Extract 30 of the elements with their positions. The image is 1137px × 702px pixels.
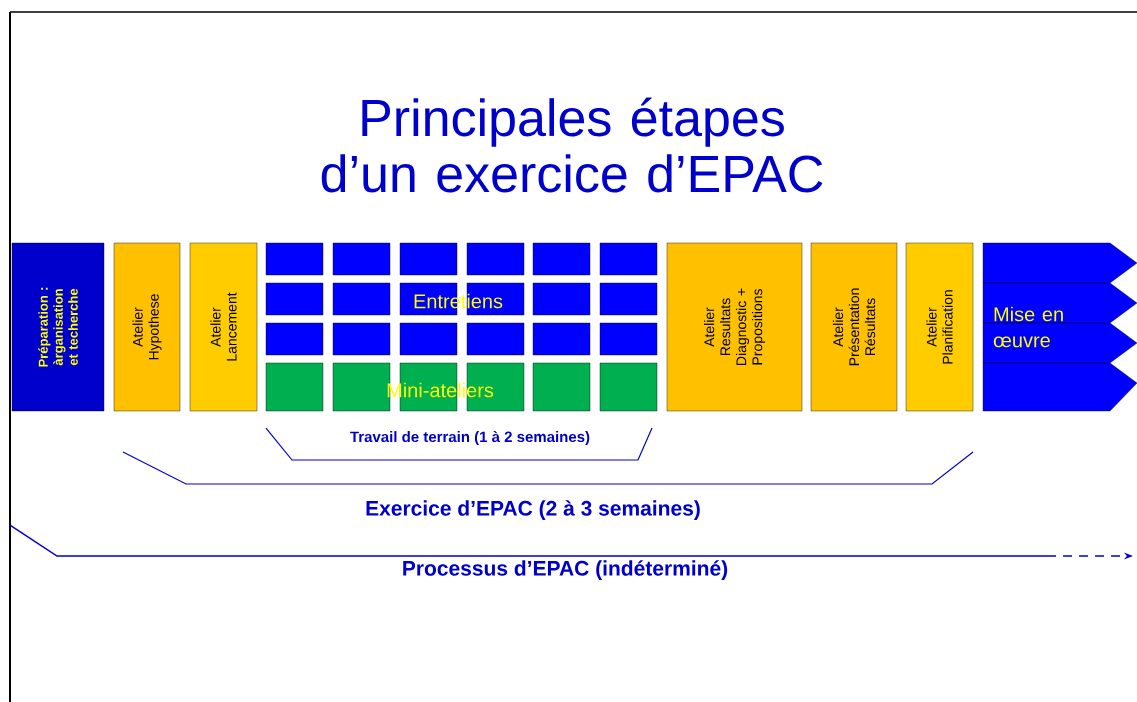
interview-box — [332, 242, 391, 276]
interview-box — [599, 322, 658, 356]
interview-box — [532, 282, 591, 316]
workshop-box — [265, 362, 324, 412]
timeline-label: Processus d’EPAC (indéterminé) — [403, 560, 728, 580]
interview-box — [599, 242, 658, 276]
stage-box: Atelier Présentation Résultats — [810, 242, 898, 412]
workshop-box — [599, 362, 658, 412]
interview-box — [265, 242, 324, 276]
bracket-label: Travail de terrain (1 à 2 semaines) — [350, 430, 590, 446]
interview-box — [466, 242, 525, 276]
interview-box — [332, 322, 391, 356]
bracket-label: Exercice d’EPAC (2 à 3 semaines) — [366, 500, 700, 520]
interview-box — [399, 322, 458, 356]
interview-box — [532, 242, 591, 276]
stage-box: Atelier Hypothese — [113, 242, 181, 412]
stage-box: Atelier Resultats Diagnostic + Propositions — [666, 242, 803, 412]
stage-box: Atelier Lancement — [189, 242, 258, 412]
interview-box — [599, 282, 658, 316]
workshop-box — [532, 362, 591, 412]
interview-box — [265, 282, 324, 316]
title: Principales étapes d’un exercice d’EPAC — [321, 97, 823, 193]
interview-box — [265, 322, 324, 356]
node-label: Mise en œuvre — [993, 306, 1063, 348]
stage-box: Préparation : àrganisation et techerche — [11, 242, 105, 412]
interview-box — [466, 322, 525, 356]
stage-box: Atelier Planification — [905, 242, 974, 412]
interview-box — [399, 242, 458, 276]
interview-box — [332, 282, 391, 316]
interview-box — [532, 322, 591, 356]
